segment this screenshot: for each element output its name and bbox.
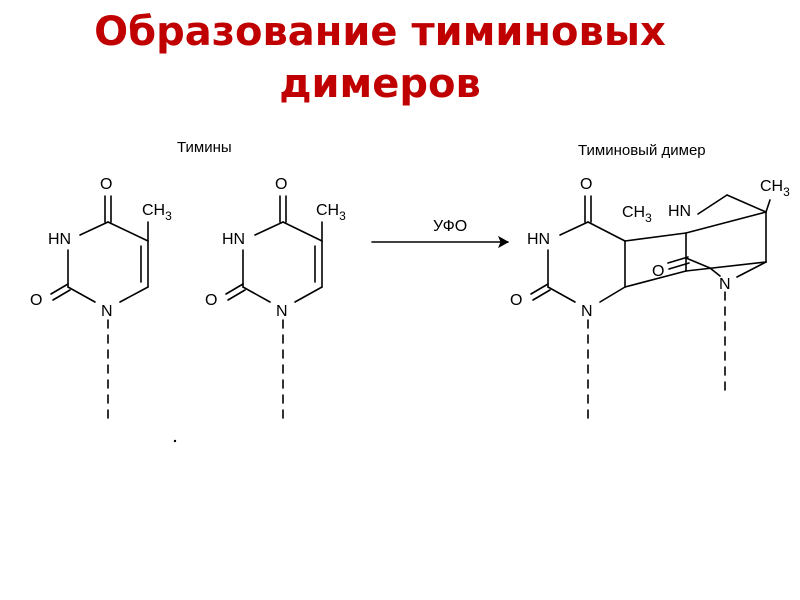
atom-label: O	[275, 176, 287, 193]
atom-label: O	[30, 292, 42, 309]
atom-label: HN	[48, 231, 71, 248]
thymine-dimer: O HN O N CH3 HN O N CH3	[510, 176, 790, 421]
atom-label: N	[719, 276, 731, 293]
title-line-2: димеров	[279, 61, 481, 107]
thymine-1: O HN O N CH3	[30, 176, 172, 421]
methyl-label: CH3	[316, 202, 346, 223]
reaction-arrow: УФО	[371, 218, 510, 249]
atom-label: HN	[222, 231, 245, 248]
arrow-label-uvr: УФО	[433, 218, 467, 235]
artifact-dot	[173, 439, 177, 443]
atom-label: O	[510, 292, 522, 309]
atom-label: N	[101, 303, 113, 320]
atom-label: N	[581, 303, 593, 320]
atom-label: O	[580, 176, 592, 193]
atom-label: O	[652, 263, 664, 280]
methyl-label: CH3	[760, 178, 790, 199]
methyl-label: CH3	[622, 204, 652, 225]
methyl-label: CH3	[142, 202, 172, 223]
atom-label: N	[276, 303, 288, 320]
atom-label: HN	[668, 203, 691, 220]
slide-title: Образование тиминовых димеров	[0, 6, 760, 110]
atom-label: O	[100, 176, 112, 193]
thymine-2: O HN O N CH3	[205, 176, 346, 421]
title-line-1: Образование тиминовых	[94, 9, 666, 55]
label-thymine-dimer: Тиминовый димер	[578, 142, 706, 159]
label-thymines: Тимины	[177, 139, 232, 156]
atom-label: O	[205, 292, 217, 309]
atom-label: HN	[527, 231, 550, 248]
